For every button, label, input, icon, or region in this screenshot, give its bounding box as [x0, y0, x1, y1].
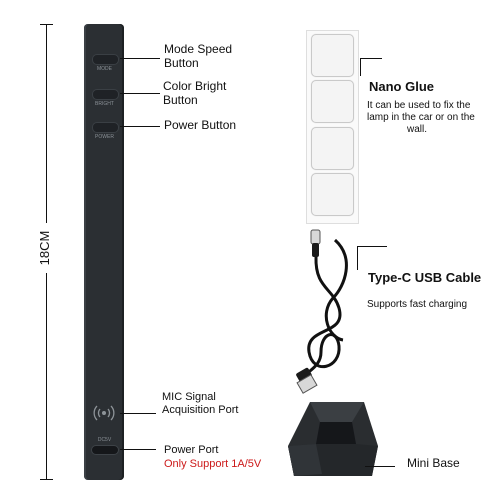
mode-speed-button[interactable] [92, 54, 119, 65]
dimension-label: 18CM [37, 223, 53, 273]
callout-base [365, 466, 395, 467]
mode-speed-print: MODE [97, 66, 112, 72]
callout-power [120, 126, 160, 127]
power-print: POWER [95, 134, 114, 140]
dimension-cap-bottom [40, 479, 53, 480]
power-port-print: DC5V [97, 437, 112, 443]
callout-cable-v [357, 246, 358, 270]
power-port-label: Power Port Only Support 1A/5V [164, 444, 262, 470]
color-bright-print: BRIGHT [95, 101, 114, 107]
mini-base-icon [288, 402, 378, 476]
callout-port [120, 449, 156, 450]
nano-glue-pad [311, 173, 354, 216]
usb-cable-icon [296, 229, 348, 394]
mic-signal-icon [93, 405, 115, 421]
nano-glue-pad [311, 80, 354, 123]
callout-bright [120, 93, 160, 94]
base-title: Mini Base [407, 456, 460, 470]
dimension-cap-top [40, 24, 53, 25]
power-port-warning: Only Support 1A/5V [164, 458, 262, 470]
mic-port-label: MIC Signal Acquisition Port [162, 391, 239, 416]
mode-speed-label: Mode Speed Button [164, 42, 233, 70]
callout-glue-h [360, 58, 382, 59]
led-light-bar [84, 24, 124, 480]
callout-glue-v [360, 58, 361, 76]
cable-title: Type-C USB Cable [368, 270, 482, 285]
callout-cable-h [357, 246, 387, 247]
nano-glue-title: Nano Glue [369, 79, 435, 94]
cable-desc: Supports fast charging [367, 299, 468, 310]
power-button[interactable] [92, 122, 119, 133]
callout-mic [120, 413, 156, 414]
color-bright-label: Color Bright Button [163, 79, 227, 107]
nano-glue-pad [311, 127, 354, 170]
usb-c-port[interactable] [91, 445, 119, 455]
nano-glue-desc: It can be used to fix the lamp in the ca… [367, 100, 475, 135]
callout-mode [120, 58, 160, 59]
power-button-label: Power Button [164, 118, 237, 132]
color-bright-button[interactable] [92, 89, 119, 100]
nano-glue-pad [311, 34, 354, 77]
